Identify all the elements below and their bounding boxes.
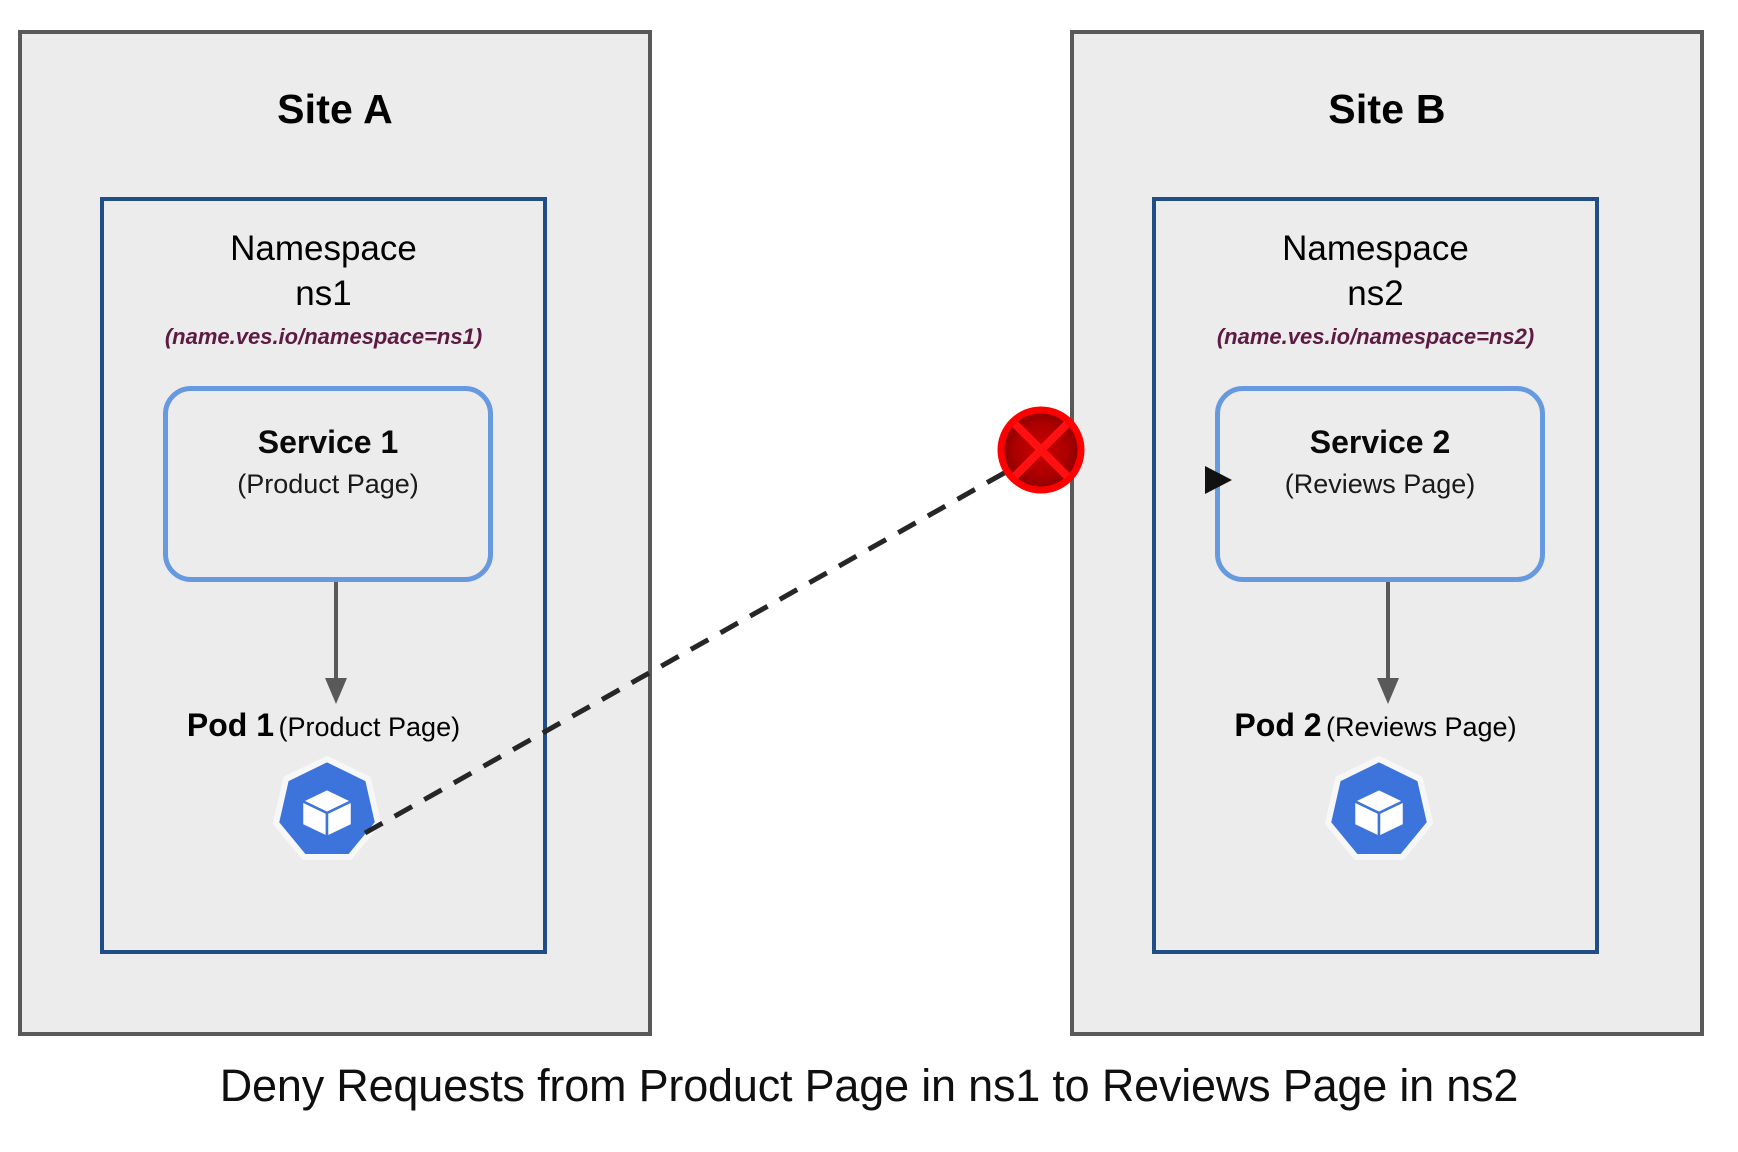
namespace-ns2-title: Namespace ns2 [1156, 226, 1595, 316]
kubernetes-icon [273, 756, 381, 860]
service-1-title: Service 1 [257, 424, 399, 460]
service-2-box: Service 2 (Reviews Page) [1215, 386, 1545, 582]
pod-2-subtitle: (Reviews Page) [1326, 712, 1517, 742]
pod-2-name: Pod 2 [1234, 707, 1322, 743]
site-b-container: Site B Namespace ns2 (name.ves.io/namesp… [1070, 30, 1704, 1036]
diagram-caption: Deny Requests from Product Page in ns1 t… [219, 1060, 1519, 1111]
namespace-ns1-title-line1: Namespace [230, 229, 417, 268]
pod-1-subtitle: (Product Page) [278, 712, 461, 742]
pod-1-label: Pod 1 (Product Page) [104, 707, 543, 744]
site-a-container: Site A Namespace ns1 (name.ves.io/namesp… [18, 30, 652, 1036]
namespace-ns2-selector-label: (name.ves.io/namespace=ns2) [1216, 324, 1535, 349]
kubernetes-icon [1325, 756, 1433, 860]
service-1-to-pod-1-arrow-icon [325, 582, 347, 704]
pod-1-name: Pod 1 [186, 707, 275, 743]
namespace-ns1-box: Namespace ns1 (name.ves.io/namespace=ns1… [100, 197, 547, 954]
pod-2-label: Pod 2 (Reviews Page) [1156, 707, 1595, 744]
deny-cross-icon [997, 406, 1085, 494]
namespace-ns2-box: Namespace ns2 (name.ves.io/namespace=ns2… [1152, 197, 1599, 954]
namespace-ns1-title: Namespace ns1 [104, 226, 543, 316]
namespace-ns1-title-line2: ns1 [295, 274, 352, 313]
service-1-subtitle: (Product Page) [237, 469, 419, 499]
service-2-title: Service 2 [1309, 424, 1451, 460]
service-2-subtitle: (Reviews Page) [1284, 469, 1476, 499]
namespace-ns1-selector-label: (name.ves.io/namespace=ns1) [164, 324, 483, 349]
service-1-box: Service 1 (Product Page) [163, 386, 493, 582]
site-b-title: Site B [1328, 86, 1446, 132]
namespace-ns2-title-line2: ns2 [1347, 274, 1404, 313]
service-2-to-pod-2-arrow-icon [1377, 582, 1399, 704]
site-a-title: Site A [277, 86, 393, 132]
namespace-ns2-title-line1: Namespace [1282, 229, 1469, 268]
